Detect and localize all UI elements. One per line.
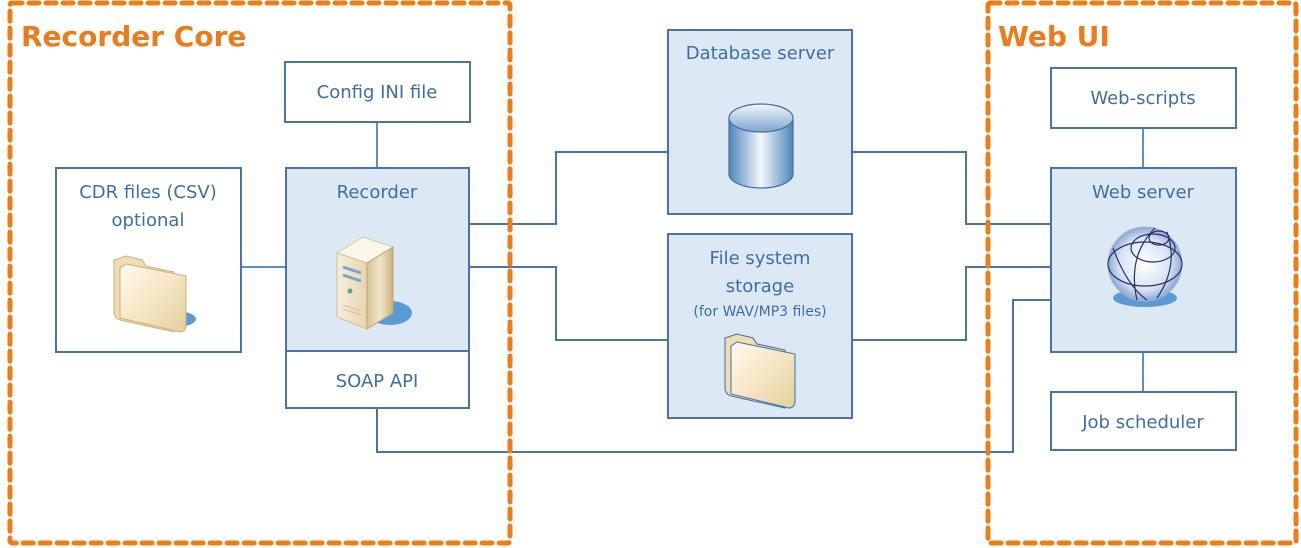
group-recorder-core-border: [7, 0, 513, 546]
node-web-server-label: Web server: [1092, 182, 1195, 203]
node-web-scripts-box: [1050, 67, 1237, 129]
node-cdr-files[interactable]: CDR files (CSV) optional: [55, 167, 242, 353]
database-cylinder-icon: [728, 103, 794, 189]
folder-icon: [724, 333, 796, 409]
node-file-storage-label-line1: File system: [710, 248, 811, 269]
node-recorder[interactable]: Recorder: [285, 167, 470, 352]
node-web-scripts[interactable]: Web-scripts: [1050, 67, 1237, 129]
node-config-ini[interactable]: Config INI file: [284, 61, 471, 123]
connector-storage-to-webserver: [852, 266, 1051, 341]
node-config-ini-box: [284, 61, 471, 123]
group-recorder-core: Recorder Core: [7, 0, 513, 546]
folder-icon: [113, 255, 196, 333]
node-soap-api-box: [285, 350, 470, 409]
node-job-scheduler-box: [1050, 391, 1237, 451]
node-recorder-label: Recorder: [337, 182, 418, 203]
group-web-ui: Web UI: [985, 0, 1299, 546]
server-tower-icon: [335, 236, 412, 330]
node-cdr-files-label-line2: optional: [112, 210, 185, 231]
connector-database-to-webserver: [852, 151, 1051, 225]
node-file-storage-label-line3: (for WAV/MP3 files): [693, 304, 826, 320]
node-file-storage-label-line2: storage: [726, 276, 794, 297]
group-web-ui-border: [985, 0, 1299, 546]
node-soap-api-label: SOAP API: [336, 371, 419, 392]
node-file-storage[interactable]: File system storage (for WAV/MP3 files): [667, 233, 853, 419]
globe-icon: [1107, 226, 1183, 307]
connector-soap-to-webserver: [376, 299, 1051, 453]
node-database-server-label: Database server: [686, 43, 835, 64]
node-database-server[interactable]: Database server: [667, 29, 853, 215]
node-job-scheduler-label: Job scheduler: [1081, 412, 1204, 433]
node-job-scheduler[interactable]: Job scheduler: [1050, 391, 1237, 451]
group-recorder-core-title: Recorder Core: [21, 20, 246, 53]
node-cdr-files-label-line1: CDR files (CSV): [79, 182, 217, 203]
group-web-ui-title: Web UI: [998, 20, 1110, 53]
node-soap-api[interactable]: SOAP API: [285, 350, 470, 409]
node-web-server[interactable]: Web server: [1050, 167, 1237, 353]
connector-recorder-to-storage: [469, 266, 668, 341]
connector-recorder-to-database: [469, 151, 668, 225]
node-web-scripts-label: Web-scripts: [1090, 88, 1195, 109]
node-config-ini-label: Config INI file: [317, 82, 438, 103]
